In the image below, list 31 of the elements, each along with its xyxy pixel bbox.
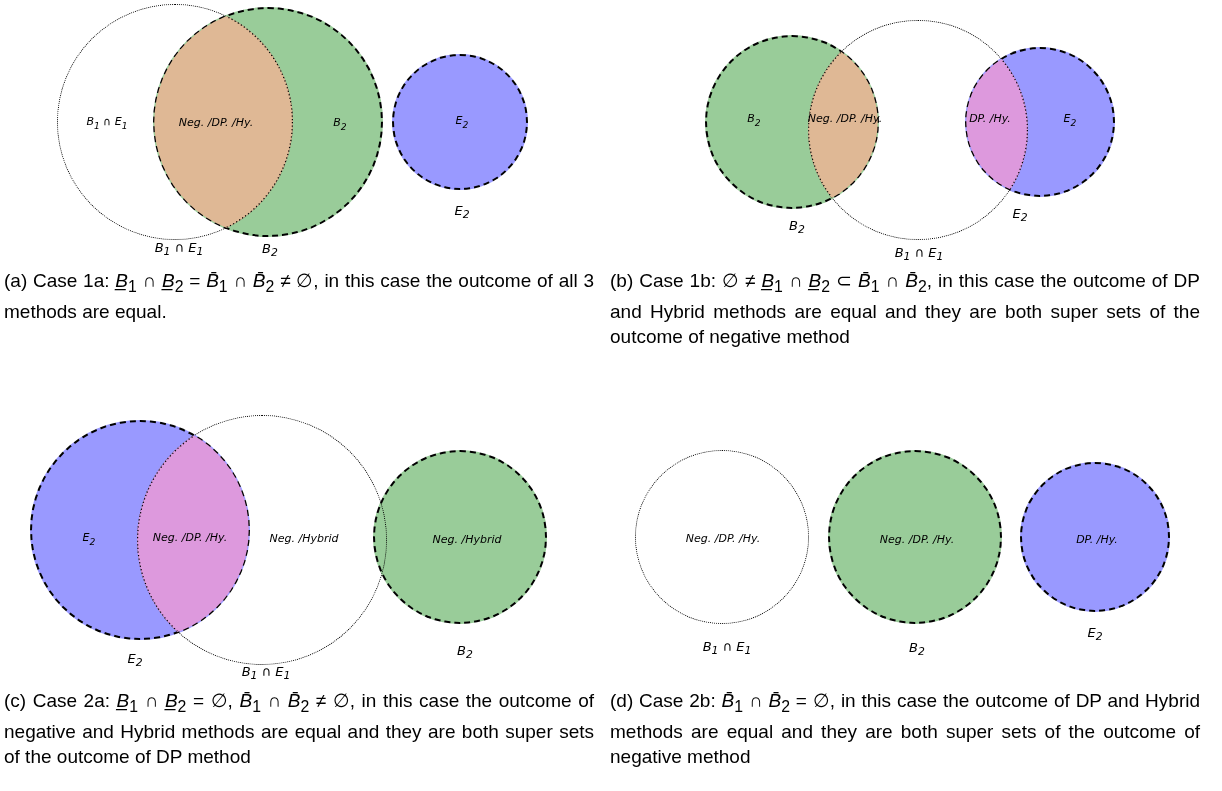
region-label: Neg. /DP. /Hy. (152, 530, 228, 544)
set-name: B$_{2}$ (457, 642, 473, 662)
set-name: B$_{1}$ ∩ E$_{1}$ (241, 663, 291, 683)
region-label: E$_{2}$ (82, 531, 96, 547)
region-label: DP. /Hy. (969, 111, 1011, 125)
set-name: B$_{1}$ ∩ E$_{1}$ (154, 239, 204, 259)
set-name: B$_{1}$ ∩ E$_{1}$ (702, 638, 752, 658)
region-label: DP. /Hy. (1076, 532, 1118, 546)
set-name: E$_{2}$ (454, 202, 470, 222)
set-name: E$_{2}$ (1012, 205, 1028, 225)
region-label: Neg. /Hybrid (432, 532, 502, 546)
subfigure-caption: (c) Case 2a: B̲$_{1}$ ∩ B̲$_{2}$ = ∅, B̄$_{1}$ ∩ B̄$_{2}$ ≠ ∅, in this case the outcome of negative and Hybrid methods are equal and they are both super sets of the outcome of DP method (4, 689, 594, 769)
set-name: E$_{2}$ (1087, 624, 1103, 644)
subfigure-caption: (d) Case 2b: B̄$_{1}$ ∩ B̄$_{2}$ = ∅, in this case the outcome of DP and Hybrid methods are equal and they are both super sets of the outcome of negative method (610, 689, 1200, 769)
region-label: B$_{2}$ (333, 116, 347, 132)
region-label: B$_{1}$ ∩ E$_{1}$ (86, 115, 128, 131)
region-label: Neg. /DP. /Hy. (178, 115, 254, 129)
region-label: Neg. /DP. /Hy. (806, 111, 884, 125)
set-name: E$_{2}$ (127, 650, 143, 670)
subfigure-caption: (b) Case 1b: ∅ ≠ B̲$_{1}$ ∩ B̲$_{2}$ ⊂ B̄$_{1}$ ∩ B̄$_{2}$, in this case the outcome of DP and Hybrid methods are equal and they are both super sets of the outcome of negative method (610, 269, 1200, 349)
set-name: B$_{1}$ ∩ E$_{1}$ (894, 244, 944, 264)
set-name: B$_{2}$ (789, 217, 805, 237)
region-label: Neg. /Hybrid (269, 531, 339, 545)
region-label: Neg. /DP. /Hy. (879, 532, 955, 546)
subfigure-caption: (a) Case 1a: B̲$_{1}$ ∩ B̲$_{2}$ = B̄$_{1}$ ∩ B̄$_{2}$ ≠ ∅, in this case the outcome of all 3 methods are equal. (4, 269, 594, 324)
region-label: B$_{2}$ (747, 112, 761, 128)
region-label: E$_{2}$ (1063, 112, 1077, 128)
region-label: E$_{2}$ (455, 114, 469, 130)
region-label: Neg. /DP. /Hy. (685, 531, 761, 545)
set-name: B$_{2}$ (262, 240, 278, 260)
set-name: B$_{2}$ (909, 639, 925, 659)
